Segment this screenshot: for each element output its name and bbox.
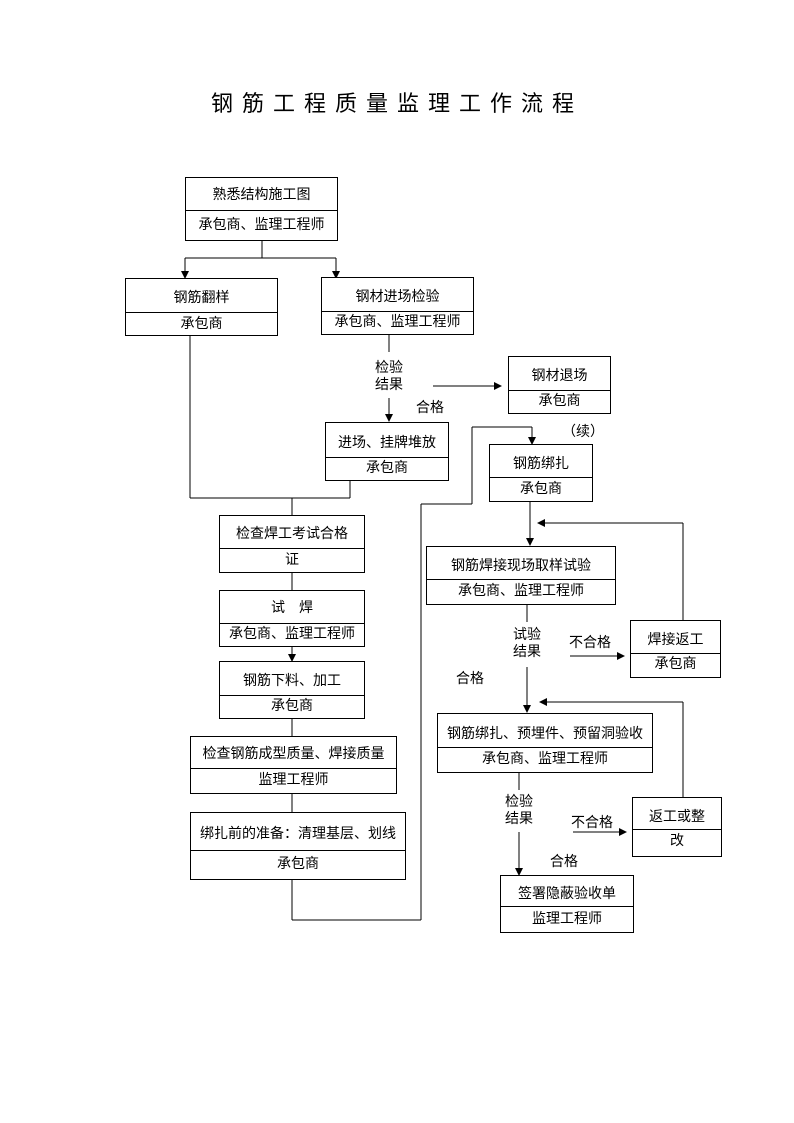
label-inspection-result-1: 检验 结果: [375, 360, 403, 393]
box-cutting-processing-role: 承包商: [271, 698, 313, 714]
box-check-forming-quality-role: 监理工程师: [258, 772, 329, 788]
box-check-forming-quality: 检查钢筋成型质量、焊接质量 监理工程师: [190, 736, 397, 794]
box-weld-rework-title: 焊接返工: [647, 632, 704, 648]
box-pre-binding-prep-title: 绑扎前的准备：清理基层、划线: [200, 826, 396, 842]
box-pre-binding-prep: 绑扎前的准备：清理基层、划线 承包商: [190, 812, 406, 880]
box-cutting-processing: 钢筋下料、加工 承包商: [219, 661, 365, 719]
box-weld-rework: 焊接返工 承包商: [630, 620, 721, 678]
box-rebar-binding: 钢筋绑扎 承包商: [489, 444, 593, 502]
label-pass-2: 合格: [456, 671, 484, 687]
box-rework-or-rectify-role: 改: [670, 833, 684, 849]
box-rework-or-rectify: 返工或整 改: [632, 797, 722, 857]
label-continued: （续）: [562, 424, 604, 440]
label-test-result: 试验 结果: [513, 627, 541, 660]
box-entry-stacking: 进场、挂牌堆放 承包商: [325, 422, 449, 481]
box-weld-rework-role: 承包商: [654, 656, 697, 672]
page-title: 钢筋工程质量监理工作流程: [210, 92, 583, 117]
box-pre-binding-prep-role: 承包商: [277, 856, 319, 872]
box-steel-entry-inspection-title: 钢材进场检验: [355, 289, 440, 305]
box-trial-weld-title: 试 焊: [271, 600, 313, 616]
label-fail-2: 不合格: [571, 815, 613, 831]
box-sign-concealed-acceptance-role: 监理工程师: [532, 911, 602, 927]
box-steel-return-role: 承包商: [538, 393, 581, 409]
box-steel-entry-inspection-role: 承包商、监理工程师: [334, 314, 461, 330]
box-weld-sampling-test-role: 承包商、监理工程师: [458, 583, 584, 599]
label-inspection-result-2: 检验 结果: [505, 794, 533, 827]
box-entry-stacking-title: 进场、挂牌堆放: [338, 435, 436, 451]
box-rework-or-rectify-title: 返工或整: [649, 809, 705, 825]
label-fail-1: 不合格: [569, 635, 611, 651]
box-rebar-layout-title: 钢筋翻样: [173, 290, 230, 306]
box-weld-sampling-test-title: 钢筋焊接现场取样试验: [451, 558, 591, 574]
box-trial-weld: 试 焊 承包商、监理工程师: [219, 590, 365, 647]
box-rebar-layout-role: 承包商: [180, 316, 223, 332]
box-binding-embed-acceptance: 钢筋绑扎、预埋件、预留洞验收 承包商、监理工程师: [437, 713, 653, 773]
box-familiarize-drawings-role: 承包商、监理工程师: [198, 217, 325, 233]
box-binding-embed-acceptance-title: 钢筋绑扎、预埋件、预留洞验收: [447, 726, 643, 742]
box-steel-return: 钢材退场 承包商: [508, 356, 611, 414]
box-welder-certificate: 检查焊工考试合格 证: [219, 515, 365, 573]
box-sign-concealed-acceptance-title: 签署隐蔽验收单: [518, 886, 616, 902]
box-binding-embed-acceptance-role: 承包商、监理工程师: [482, 751, 608, 767]
box-rebar-binding-title: 钢筋绑扎: [513, 456, 569, 472]
box-cutting-processing-title: 钢筋下料、加工: [243, 673, 341, 689]
box-steel-entry-inspection: 钢材进场检验 承包商、监理工程师: [321, 277, 474, 335]
label-pass-3: 合格: [550, 854, 578, 870]
box-rebar-layout: 钢筋翻样 承包商: [125, 278, 278, 336]
box-weld-sampling-test: 钢筋焊接现场取样试验 承包商、监理工程师: [426, 546, 616, 605]
box-entry-stacking-role: 承包商: [366, 460, 408, 476]
box-sign-concealed-acceptance: 签署隐蔽验收单 监理工程师: [500, 875, 634, 933]
box-welder-certificate-title: 检查焊工考试合格: [236, 526, 348, 542]
box-familiarize-drawings-title: 熟悉结构施工图: [212, 187, 311, 203]
box-trial-weld-role: 承包商、监理工程师: [229, 626, 355, 642]
box-rebar-binding-role: 承包商: [520, 481, 562, 497]
box-familiarize-drawings: 熟悉结构施工图 承包商、监理工程师: [185, 177, 338, 241]
box-welder-certificate-role: 证: [285, 552, 299, 568]
label-pass-1: 合格: [416, 400, 444, 416]
box-check-forming-quality-title: 检查钢筋成型质量、焊接质量: [202, 746, 385, 762]
box-steel-return-title: 钢材退场: [531, 368, 588, 384]
